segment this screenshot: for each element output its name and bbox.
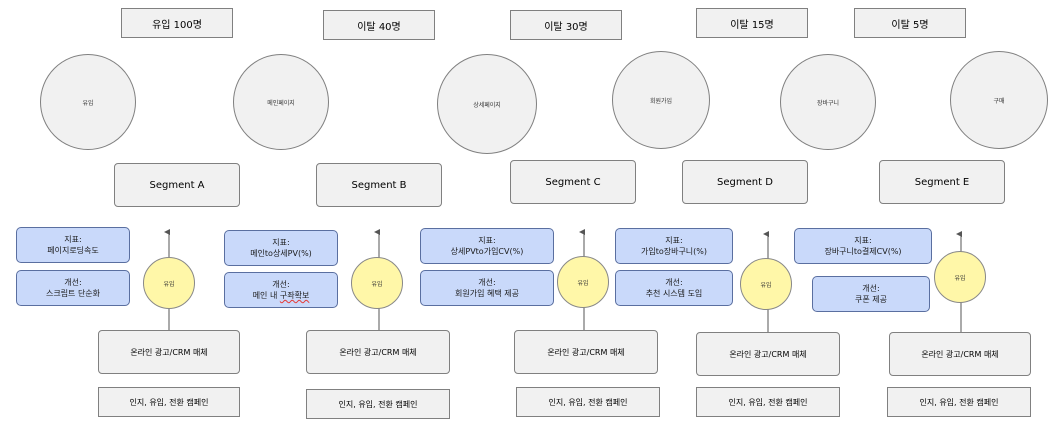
metric-value: 가입to장바구니(%) [640, 247, 708, 256]
metric-box-d: 지표: 가입to장바구니(%) [615, 228, 733, 264]
metric-box-e: 지표: 장바구니to결제CV(%) [794, 228, 932, 264]
metric-title: 지표: [64, 235, 82, 244]
metric-value: 상세PVto가입CV(%) [450, 247, 524, 256]
improvement-text: 쿠폰 제공 [855, 295, 887, 304]
metric-title: 지표: [272, 238, 290, 247]
top-label-churn-e: 이탈 5명 [854, 8, 966, 38]
improvement-title: 개선: [862, 284, 880, 293]
metric-value: 메인to상세PV(%) [250, 249, 312, 258]
inflow-circle-a: 유입 [143, 257, 195, 309]
improvement-box-e: 개선: 쿠폰 제공 [812, 276, 930, 312]
stage-circle-inflow: 유입 [40, 54, 136, 150]
stage-circle-detail-page: 상세페이지 [437, 54, 537, 154]
improvement-box-a: 개선: 스크립트 단순화 [16, 270, 130, 306]
top-label-churn-d: 이탈 15명 [696, 8, 808, 38]
metric-box-c: 지표: 상세PVto가입CV(%) [420, 228, 554, 264]
improvement-title: 개선: [665, 278, 683, 287]
inflow-circle-b: 유입 [351, 257, 403, 309]
improvement-title: 개선: [478, 278, 496, 287]
segment-e: Segment E [879, 160, 1005, 204]
improvement-text: 메인 내 [252, 291, 280, 300]
improvement-title: 개선: [272, 280, 290, 289]
improvement-text: 스크립트 단순화 [45, 289, 101, 298]
segment-d: Segment D [682, 160, 808, 204]
stage-circle-purchase: 구매 [950, 51, 1048, 149]
inflow-circle-d: 유입 [740, 258, 792, 310]
improvement-title: 개선: [64, 278, 82, 287]
top-label-churn-b: 이탈 40명 [323, 10, 435, 40]
inflow-circle-e: 유입 [934, 251, 986, 303]
improvement-value: 스크립트 단순화 [46, 288, 100, 299]
media-box-b: 온라인 광고/CRM 매체 [306, 330, 450, 374]
metric-value: 페이지로딩속도 [47, 246, 99, 255]
stage-circle-cart: 장바구니 [780, 54, 876, 150]
improvement-value: 메인 내 구좌확보 [253, 290, 310, 301]
spellcheck-underlined-text: 구좌확보 [279, 291, 310, 300]
improvement-text: 추천 시스템 도입 [645, 289, 703, 298]
stage-circle-signup: 회원가입 [612, 51, 710, 149]
media-box-e: 온라인 광고/CRM 매체 [889, 332, 1031, 376]
improvement-box-b: 개선: 메인 내 구좌확보 [224, 272, 338, 308]
improvement-value: 회원가입 혜택 제공 [455, 288, 519, 299]
media-box-a: 온라인 광고/CRM 매체 [98, 330, 240, 374]
campaign-box-c: 인지, 유입, 전환 캠페인 [516, 387, 660, 417]
campaign-box-d: 인지, 유입, 전환 캠페인 [696, 387, 840, 417]
campaign-box-a: 인지, 유입, 전환 캠페인 [98, 387, 240, 417]
segment-b: Segment B [316, 163, 442, 207]
campaign-box-b: 인지, 유입, 전환 캠페인 [306, 389, 450, 419]
campaign-box-e: 인지, 유입, 전환 캠페인 [887, 387, 1031, 417]
metric-box-a: 지표: 페이지로딩속도 [16, 227, 130, 263]
improvement-box-c: 개선: 회원가입 혜택 제공 [420, 270, 554, 306]
improvement-value: 추천 시스템 도입 [646, 288, 703, 299]
metric-title: 지표: [854, 236, 872, 245]
stage-circle-main-page: 메인페이지 [233, 54, 329, 150]
segment-a: Segment A [114, 163, 240, 207]
metric-box-b: 지표: 메인to상세PV(%) [224, 230, 338, 266]
inflow-circle-c: 유입 [557, 256, 609, 308]
improvement-value: 쿠폰 제공 [855, 294, 887, 305]
metric-title: 지표: [478, 236, 496, 245]
improvement-box-d: 개선: 추천 시스템 도입 [615, 270, 733, 306]
top-label-churn-c: 이탈 30명 [510, 10, 622, 40]
segment-c: Segment C [510, 160, 636, 204]
metric-title: 지표: [665, 236, 683, 245]
media-box-c: 온라인 광고/CRM 매체 [514, 330, 658, 374]
metric-value: 장바구니to결제CV(%) [824, 247, 902, 256]
top-label-inflow: 유입 100명 [121, 8, 233, 38]
improvement-text: 회원가입 혜택 제공 [455, 289, 519, 298]
media-box-d: 온라인 광고/CRM 매체 [696, 332, 840, 376]
